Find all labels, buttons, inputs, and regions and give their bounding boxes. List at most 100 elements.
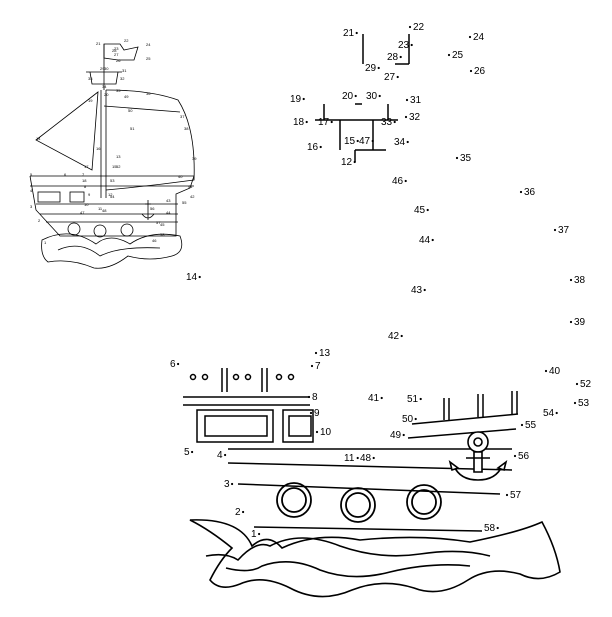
dot-number-57: 57 <box>510 490 522 501</box>
preview-number-21: 21 <box>96 41 101 46</box>
preview-number-36: 36 <box>146 91 151 96</box>
dot-number-6: 6 <box>170 359 176 370</box>
dot-number-27: 27 <box>384 72 396 83</box>
dot-number-54: 54 <box>543 408 555 419</box>
preview-number-55: 55 <box>182 200 187 205</box>
dot-number-47: 47 <box>359 136 371 147</box>
preview-number-7: 7 <box>82 172 85 177</box>
dot-13 <box>314 351 318 355</box>
dot-10 <box>315 430 319 434</box>
dot-number-32: 32 <box>409 112 421 123</box>
dot-27 <box>396 75 399 79</box>
dot-50 <box>414 417 417 421</box>
dot-5 <box>191 450 194 454</box>
preview-number-8: 8 <box>84 184 87 189</box>
dot-number-39: 39 <box>574 317 586 328</box>
preview-number-14: 14 <box>36 136 41 141</box>
preview-number-20: 20 <box>104 92 109 97</box>
dot-45 <box>426 208 429 212</box>
dot-number-9: 9 <box>314 408 320 419</box>
dot-54 <box>555 411 558 415</box>
preview-number-6: 6 <box>64 172 67 177</box>
preview-jib-sail <box>35 91 99 171</box>
dot-19 <box>302 97 305 101</box>
dot-26 <box>469 69 473 73</box>
dot-number-23: 23 <box>398 40 410 51</box>
dot-9 <box>309 411 313 415</box>
dot-42 <box>400 334 403 338</box>
preview-number-11: 11 <box>98 206 103 211</box>
dot-number-37: 37 <box>558 225 570 236</box>
dot-number-40: 40 <box>549 366 561 377</box>
dot-number-7: 7 <box>315 361 321 372</box>
dot-number-44: 44 <box>419 235 431 246</box>
preview-number-52: 52 <box>116 164 121 169</box>
preview-number-23: 23 <box>114 46 119 51</box>
dot-number-21: 21 <box>343 28 355 39</box>
preview-number-54: 54 <box>110 194 115 199</box>
dot-32 <box>404 115 408 119</box>
dot-number-19: 19 <box>290 94 302 105</box>
preview-number-32: 32 <box>120 76 125 81</box>
dot-number-33: 33 <box>381 117 393 128</box>
dot-number-29: 29 <box>365 63 377 74</box>
dot-18 <box>305 120 308 124</box>
preview-number-58: 58 <box>160 232 165 237</box>
dot-43 <box>423 288 426 292</box>
dot-8 <box>307 395 311 399</box>
preview-number-12: 12 <box>108 192 113 197</box>
preview-number-9: 9 <box>88 192 91 197</box>
hull-planks <box>227 413 519 532</box>
dot-23 <box>410 43 413 47</box>
dot-34 <box>406 140 409 144</box>
dot-7 <box>310 364 314 368</box>
dot-number-46: 46 <box>392 176 404 187</box>
dot-2 <box>242 510 245 514</box>
porthole <box>340 487 376 523</box>
dot-number-2: 2 <box>235 507 241 518</box>
dot-number-13: 13 <box>319 348 331 359</box>
preview-crows-nest <box>86 71 122 85</box>
dot-number-3: 3 <box>224 479 230 490</box>
dot-number-14: 14 <box>186 272 198 283</box>
dot-number-50: 50 <box>402 414 414 425</box>
preview-number-39: 39 <box>192 156 197 161</box>
preview-number-10: 10 <box>84 202 89 207</box>
dot-1 <box>258 532 261 536</box>
dot-number-4: 4 <box>217 450 223 461</box>
dot-28 <box>399 55 402 59</box>
preview-ship <box>29 43 195 269</box>
dot-31 <box>405 98 409 102</box>
preview-number-53: 53 <box>110 178 115 183</box>
preview-number-29: 29 <box>100 66 105 71</box>
dot-55 <box>520 423 524 427</box>
preview-number-38: 38 <box>184 126 189 131</box>
dot-number-52: 52 <box>580 379 592 390</box>
preview-number-42: 42 <box>190 194 195 199</box>
dot-53 <box>573 401 577 405</box>
preview-anchor-icon <box>141 200 155 220</box>
dot-number-22: 22 <box>413 22 425 33</box>
dot-number-24: 24 <box>473 32 485 43</box>
dot-number-26: 26 <box>474 66 486 77</box>
dot-number-31: 31 <box>410 95 422 106</box>
anchor-icon <box>448 431 508 481</box>
preview-number-15: 15 <box>112 164 117 169</box>
dot-number-45: 45 <box>414 205 426 216</box>
dot-40 <box>544 369 548 373</box>
porthole <box>406 484 442 520</box>
dot-number-34: 34 <box>394 137 406 148</box>
preview-number-25: 25 <box>146 56 151 61</box>
dot-52 <box>575 382 579 386</box>
preview-waves <box>41 233 183 269</box>
preview-number-51: 51 <box>130 126 135 131</box>
dot-number-10: 10 <box>320 427 332 438</box>
preview-number-28: 28 <box>112 48 117 53</box>
dot-22 <box>408 25 412 29</box>
preview-number-31: 31 <box>122 68 127 73</box>
porthole <box>276 482 312 518</box>
preview-number-33: 33 <box>88 76 93 81</box>
number-dots <box>177 25 579 536</box>
preview-number-1: 1 <box>44 240 47 245</box>
